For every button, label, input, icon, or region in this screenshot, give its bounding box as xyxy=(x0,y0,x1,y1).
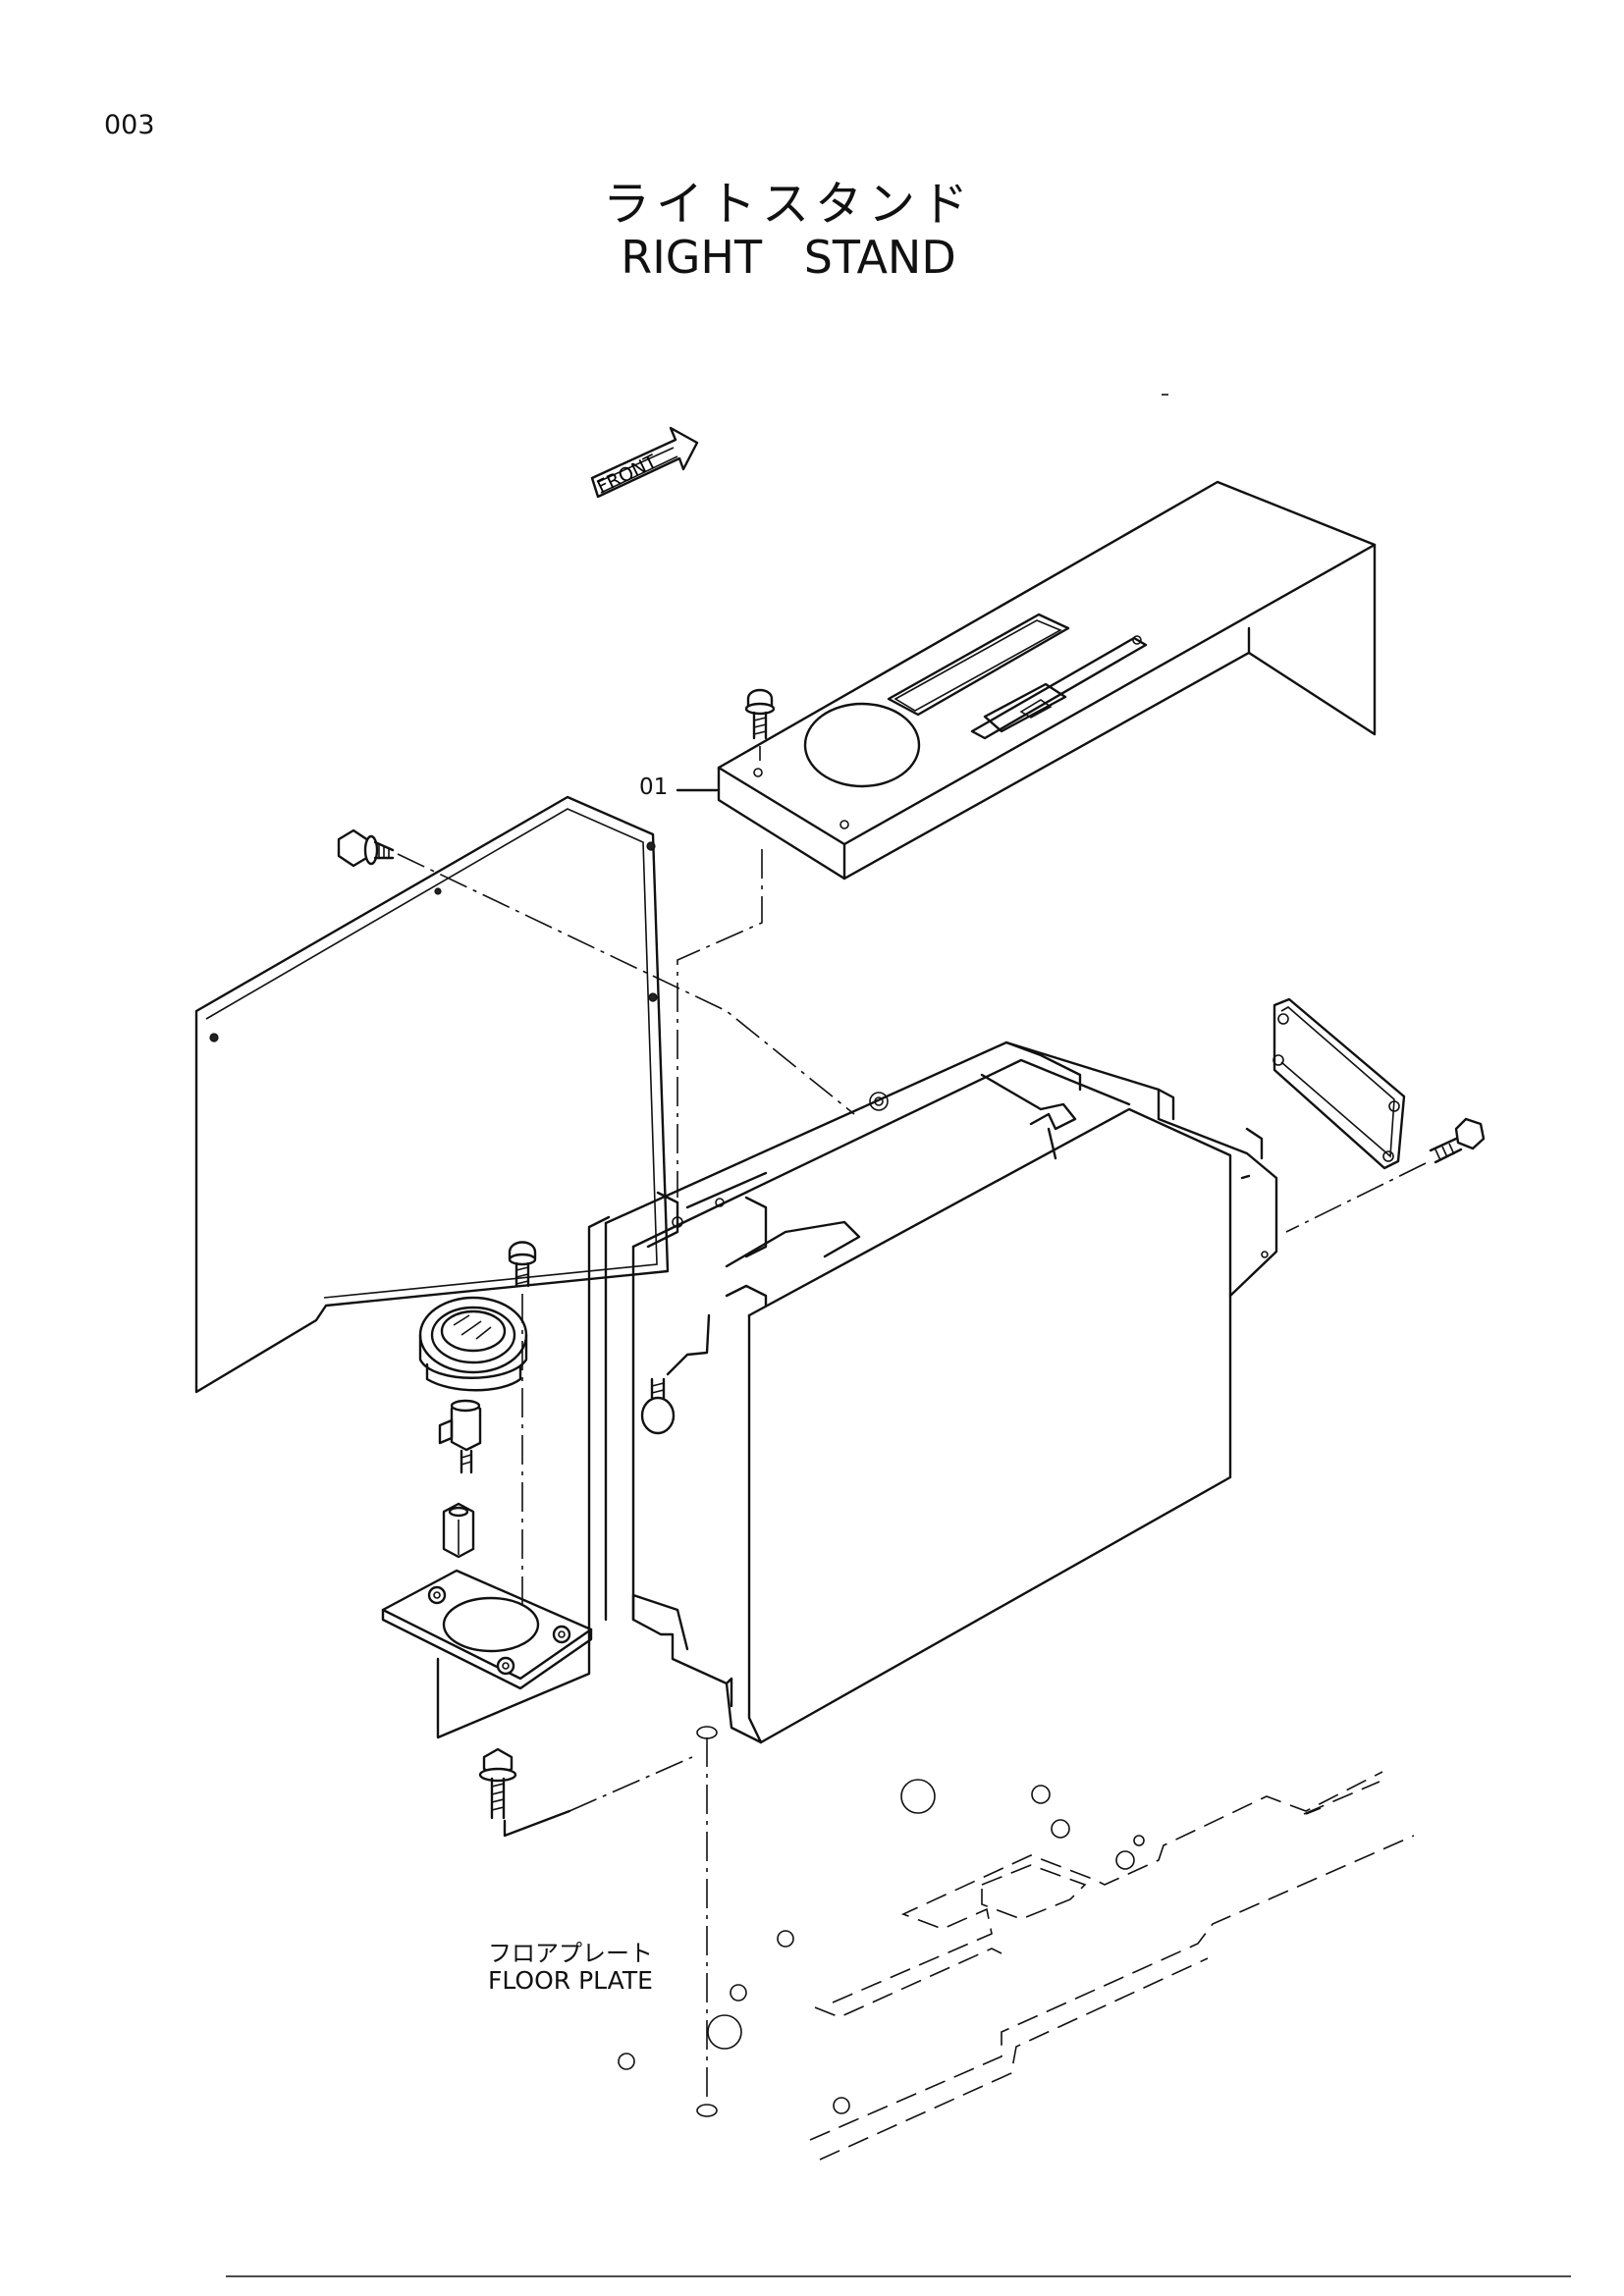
front-arrow-label: FRONT xyxy=(594,451,661,498)
mounting-plate xyxy=(381,1569,593,1690)
round-switch xyxy=(418,1296,528,1392)
cover-leader-line xyxy=(677,849,763,1198)
right-side-plate xyxy=(1272,997,1406,1170)
top-cover-panel xyxy=(717,480,1377,881)
front-arrow: FRONT xyxy=(590,426,699,498)
floor-plate-label-japanese: フロアプレート xyxy=(488,1940,653,1967)
switch-bolt xyxy=(508,1241,537,1610)
main-body-details xyxy=(646,1073,1269,1308)
title-japanese: ライトスタンド xyxy=(602,177,974,232)
page-number: 003 xyxy=(104,110,155,140)
plate-leader xyxy=(436,1215,611,1739)
bottom-bolt xyxy=(478,1747,693,1838)
title-english: RIGHT STAND xyxy=(621,231,956,284)
floor-plate-outline xyxy=(618,1771,1415,2161)
floor-hole xyxy=(696,2104,718,2117)
callout-label-01: 01 xyxy=(639,774,669,800)
left-side-panel xyxy=(194,795,670,1394)
hex-nut xyxy=(442,1502,475,1559)
left-panel-leader xyxy=(397,853,855,1115)
top-screw xyxy=(744,688,776,761)
connector-piece xyxy=(438,1399,482,1474)
floor-plate-label-english: FLOOR PLATE xyxy=(488,1966,653,1995)
body-side-screw xyxy=(640,1313,711,1435)
left-panel-screw xyxy=(337,828,395,868)
main-stand-body xyxy=(604,1041,1278,1744)
floor-hole-2 xyxy=(696,1726,718,1739)
right-side-screw xyxy=(1285,1117,1486,1233)
